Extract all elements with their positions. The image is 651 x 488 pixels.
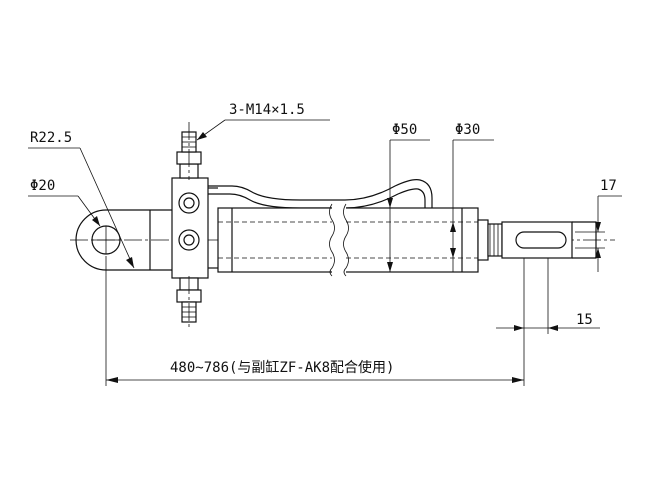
rod-end-slot (501, 221, 597, 259)
bore-dia-label: Φ50 (392, 122, 417, 138)
stroke-length-label: 480~786(与副缸ZF-AK8配合使用) (170, 359, 394, 376)
slot-width-label: 17 (600, 178, 617, 194)
external-pipe (208, 179, 433, 209)
pin-dia-label: Φ20 (30, 178, 55, 194)
dim-slot-offset: 15 (496, 258, 600, 334)
dim-bore: Φ50 (387, 122, 430, 272)
top-fitting (176, 122, 202, 180)
rear-clevis-eye (75, 209, 172, 271)
slot-offset-label: 15 (576, 312, 593, 328)
cylinder-barrel (217, 207, 479, 273)
leader-thread: 3-M14×1.5 (196, 102, 330, 141)
valve-block (171, 177, 218, 279)
leader-pin-dia: Φ20 (28, 178, 101, 227)
thread-label: 3-M14×1.5 (229, 102, 305, 118)
radius-label: R22.5 (30, 130, 72, 146)
dim-slot-width: 17 (575, 178, 622, 272)
rod-dia-label: Φ30 (455, 122, 480, 138)
leader-radius: R22.5 (28, 130, 135, 269)
dim-rod: Φ30 (450, 122, 494, 272)
break-marks (329, 203, 349, 277)
bottom-fitting (176, 276, 202, 330)
gland-nut (477, 219, 503, 261)
dim-overall-length: 480~786(与副缸ZF-AK8配合使用) (105, 256, 525, 386)
